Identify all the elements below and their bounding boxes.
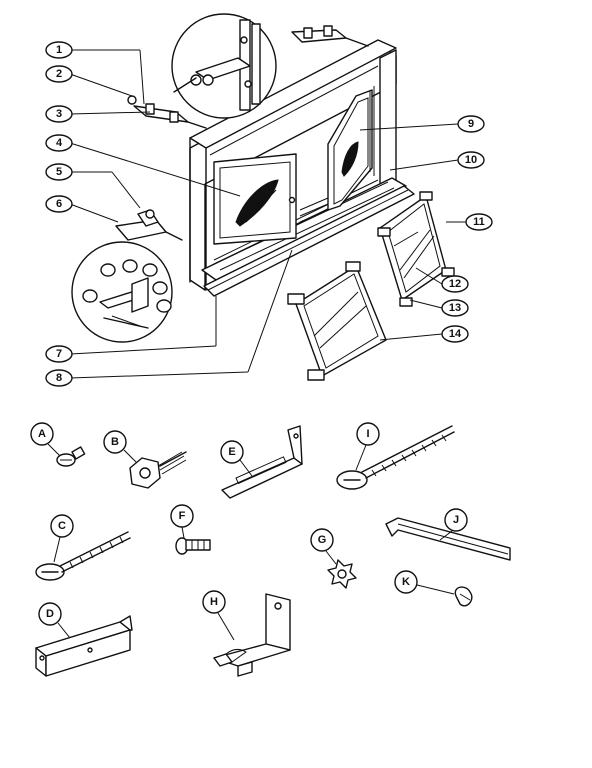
detail-magnifier-bottom (71, 241, 173, 343)
clip-part-5-6 (115, 209, 183, 241)
letter-k: K (402, 576, 410, 588)
callout-7-label: 7 (56, 348, 62, 360)
letter-i: I (366, 428, 369, 440)
letter-a-badge: A (30, 422, 54, 446)
letter-c: C (58, 520, 66, 532)
letter-j: J (453, 514, 459, 526)
callout-11-label: 11 (473, 216, 485, 228)
callout-2: 2 (45, 65, 73, 83)
letter-e-badge: E (220, 440, 244, 464)
letter-a: A (38, 428, 46, 440)
letter-k-badge: K (394, 570, 418, 594)
callout-4: 4 (45, 134, 73, 152)
callout-2-label: 2 (56, 68, 62, 80)
detail-magnifier-top (171, 13, 277, 119)
letter-b: B (111, 436, 119, 448)
letter-d: D (46, 608, 54, 620)
letter-b-badge: B (103, 430, 127, 454)
callout-14: 14 (441, 325, 469, 343)
hardware-leader-lines (47, 443, 455, 641)
callout-1: 1 (45, 41, 73, 59)
callout-12: 12 (441, 275, 469, 293)
letter-f: F (179, 510, 186, 522)
letter-h: H (210, 596, 218, 608)
side-panel-14 (287, 261, 387, 381)
letter-f-badge: F (170, 504, 194, 528)
leader-lines (69, 49, 466, 379)
callout-3: 3 (45, 105, 73, 123)
callout-3-label: 3 (56, 108, 62, 120)
top-right-bracket (291, 25, 369, 47)
hardware-i-long-bolt (336, 425, 455, 490)
callout-13: 13 (441, 299, 469, 317)
letter-e: E (228, 446, 235, 458)
hardware-f-small-bolt (175, 537, 211, 555)
callout-6-label: 6 (56, 198, 62, 210)
callout-13-label: 13 (449, 302, 461, 314)
hardware-k-clip (454, 586, 473, 607)
callout-11: 11 (465, 213, 493, 231)
callout-9-label: 9 (468, 118, 474, 130)
hardware-g-star-washer (327, 559, 357, 589)
callout-8: 8 (45, 369, 73, 387)
sill-bar (203, 185, 415, 297)
letter-i-badge: I (356, 422, 380, 446)
callout-4-label: 4 (56, 137, 63, 149)
letter-d-badge: D (38, 602, 62, 626)
callout-5: 5 (45, 163, 73, 181)
letter-h-badge: H (202, 590, 226, 614)
callout-10: 10 (457, 151, 485, 169)
callout-8-label: 8 (56, 372, 62, 384)
hardware-c-long-screw (35, 531, 131, 581)
callout-14-label: 14 (449, 328, 462, 340)
hardware-a-screw (56, 446, 86, 467)
letter-g-badge: G (310, 528, 334, 552)
callout-5-label: 5 (56, 166, 62, 178)
callout-6: 6 (45, 195, 73, 213)
hardware-d-angle-bracket (35, 615, 133, 677)
hardware-b-hex-screw (129, 451, 187, 489)
side-panel-11 (377, 191, 455, 307)
window-frame-assembly (189, 39, 407, 291)
letter-c-badge: C (50, 514, 74, 538)
letter-j-badge: J (444, 508, 468, 532)
callout-1-label: 1 (56, 44, 62, 56)
hardware-e-bracket (221, 425, 303, 499)
callout-7: 7 (45, 345, 73, 363)
hardware-h-fork-bracket (213, 593, 291, 677)
callout-10-label: 10 (465, 154, 477, 166)
callout-12-label: 12 (449, 278, 461, 290)
letter-g: G (318, 534, 327, 546)
hardware-j-bar (385, 517, 511, 561)
callout-9: 9 (457, 115, 485, 133)
